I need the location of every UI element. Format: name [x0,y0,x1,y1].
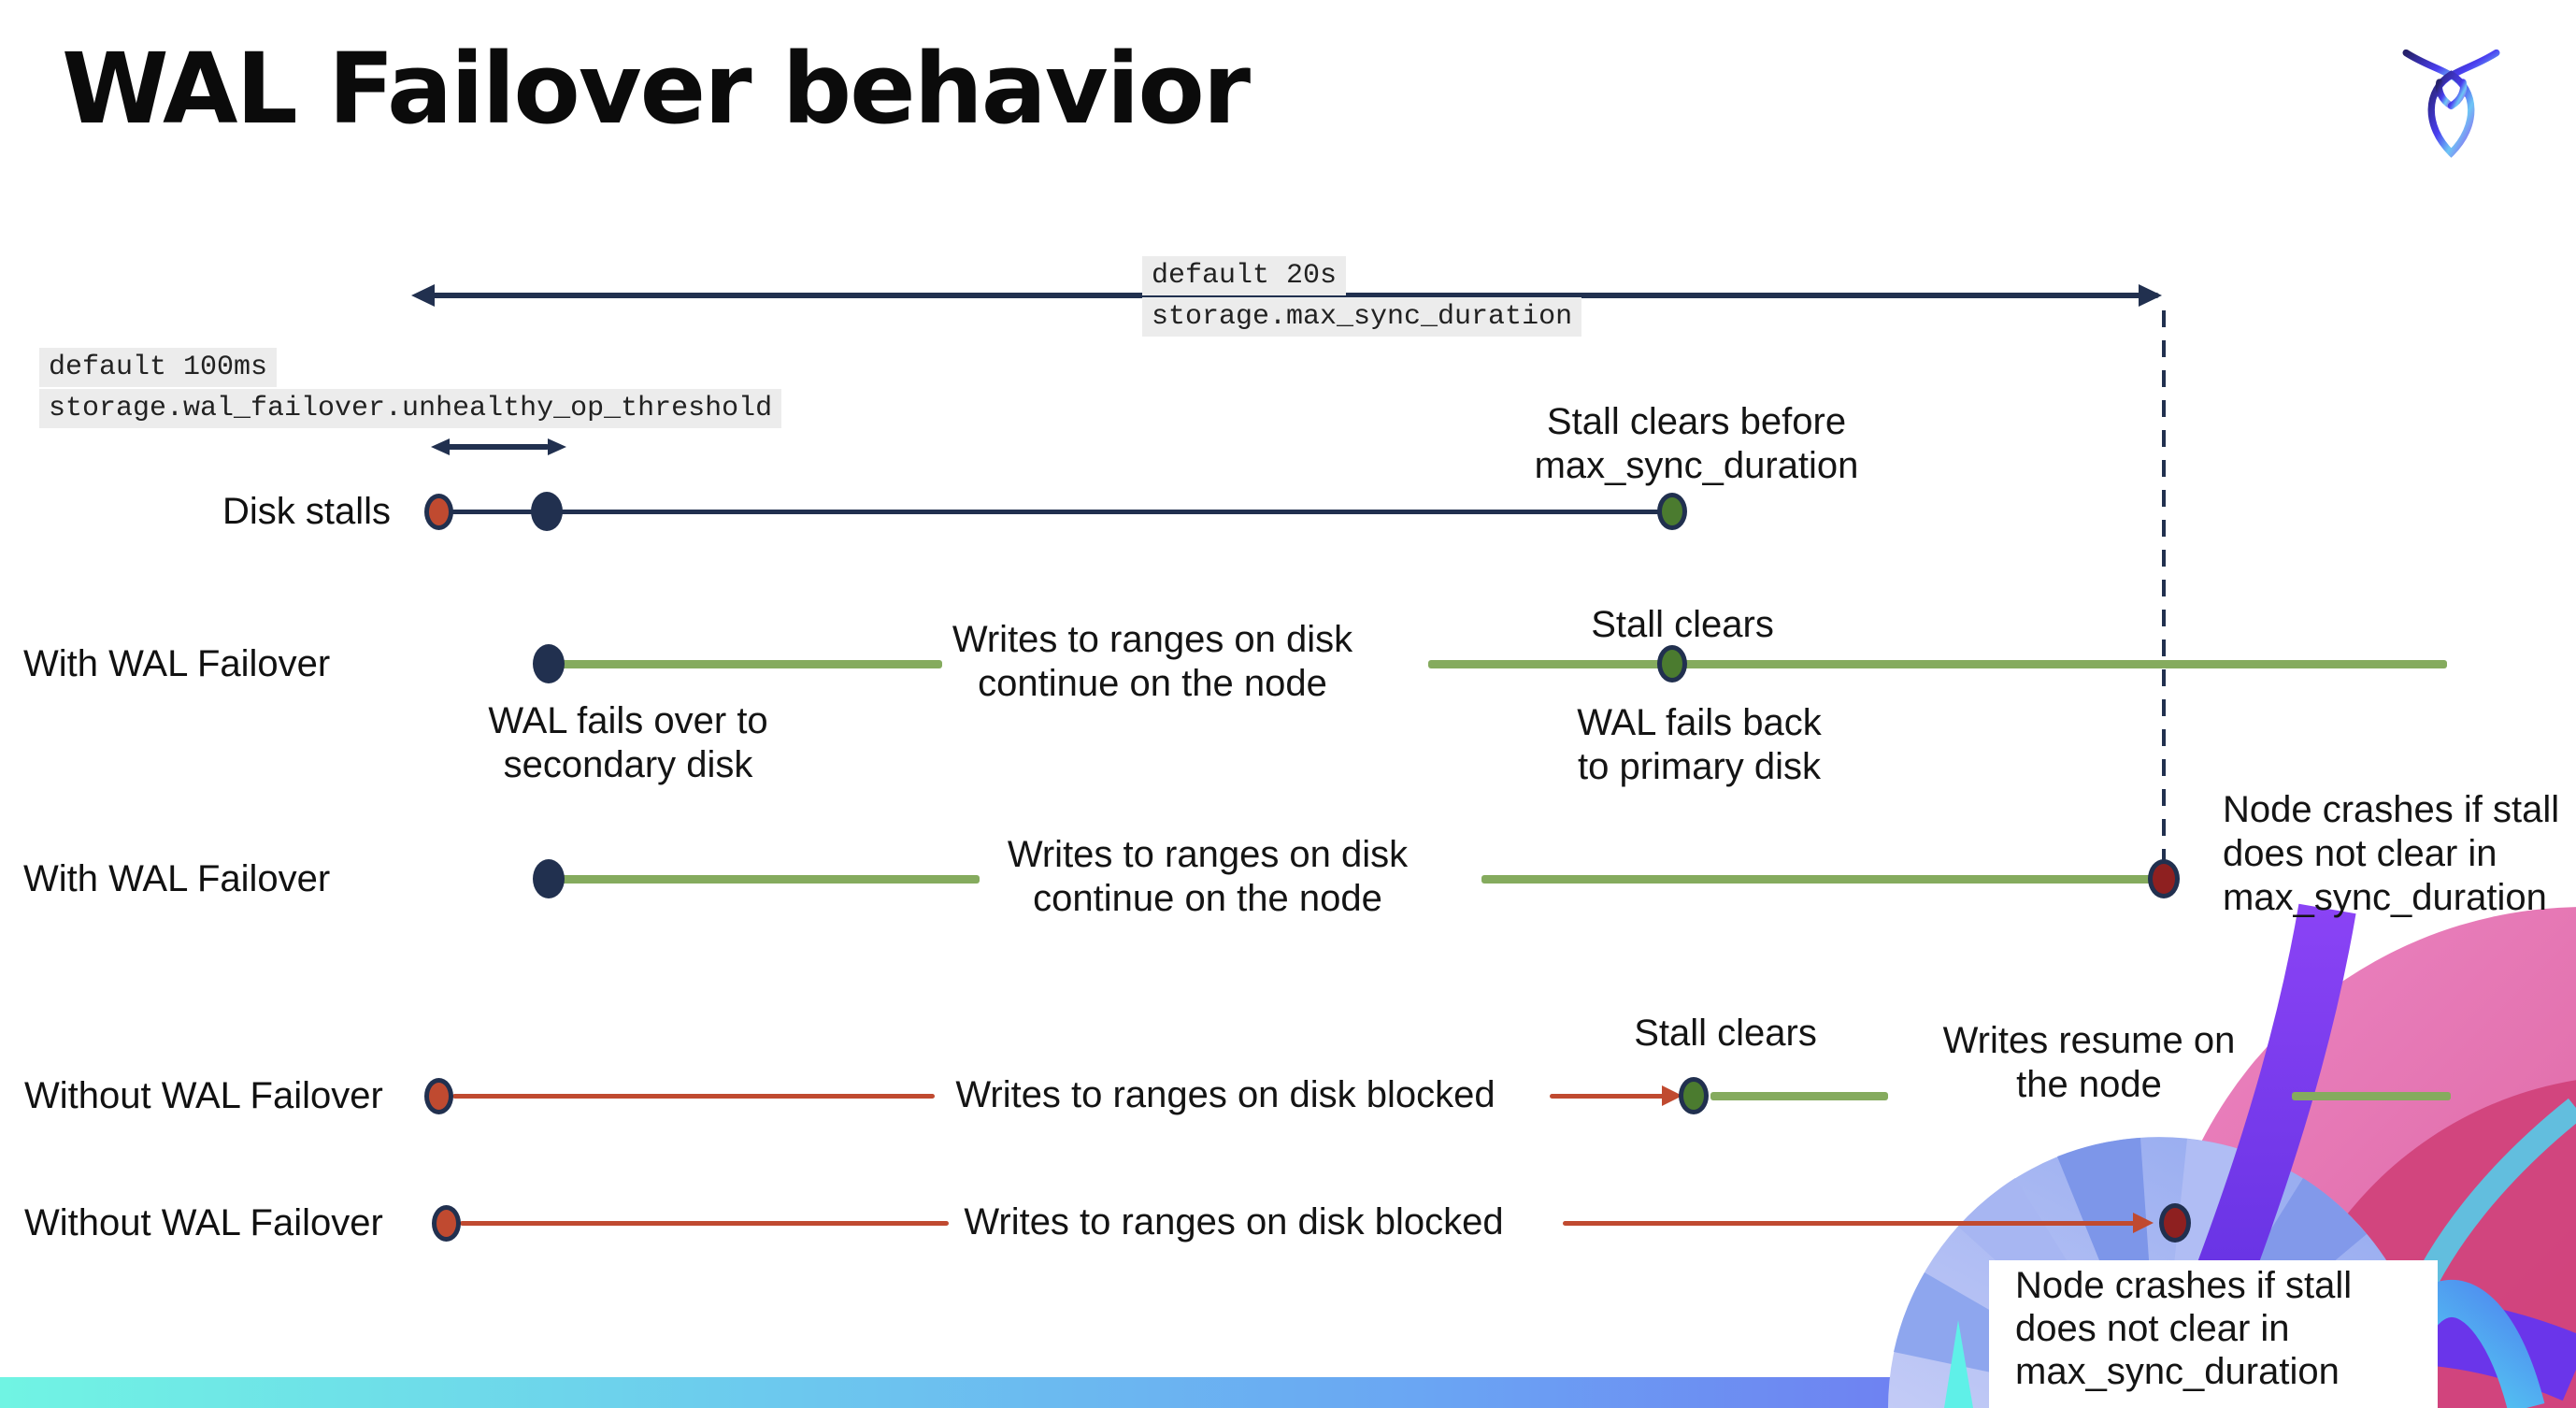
annotation-fails-over: WAL fails over to secondary disk [488,700,768,785]
timeline-segment [1550,1094,1666,1099]
annotation-writes-continue: Writes to ranges on disk continue on the… [952,619,1353,704]
row-label-with-wal-failover-1: With WAL Failover [23,643,331,684]
failover-threshold-dot [531,492,563,531]
max-sync-duration-arrow-line [432,293,2159,298]
page-title: WAL Failover behavior [62,32,1251,146]
threshold-arrow-line [447,444,550,450]
stall-clears-dot [1657,493,1687,530]
row-label-without-wal-failover-1: Without WAL Failover [24,1075,383,1116]
annotation-node-crashes: Node crashes if stall does not clear in … [2015,1265,2353,1392]
red-arrowhead-icon [2133,1213,2154,1233]
timeline-segment [460,1221,949,1226]
timeline-segment [452,1094,935,1099]
timeline-segment [2292,1092,2451,1100]
cockroach-labs-logo-icon [2402,49,2500,158]
node-crash-dot [2148,859,2180,898]
annotation-writes-blocked: Writes to ranges on disk blocked [955,1074,1496,1115]
annotation-stall-clears: Stall clears [1634,1013,1817,1054]
max-sync-setting-label: storage.max_sync_duration [1142,297,1582,337]
node-crash-dot [2159,1203,2191,1243]
annotation-writes-continue: Writes to ranges on disk continue on the… [1007,834,1409,919]
stall-clears-dot [1679,1077,1709,1114]
annotation-node-crashes: Node crashes if stall does not clear in … [2223,789,2560,918]
row-label-without-wal-failover-2: Without WAL Failover [24,1202,383,1243]
disk-stall-start-dot [424,494,453,530]
row-label-with-wal-failover-2: With WAL Failover [23,858,331,899]
arrow-right-icon [2139,284,2162,307]
annotation-stall-clears-before: Stall clears before max_sync_duration [1534,401,1859,486]
stall-start-dot [432,1205,461,1242]
max-sync-dashed-connector [2162,310,2166,860]
threshold-default-label: default 100ms [39,348,278,387]
annotation-writes-blocked: Writes to ranges on disk blocked [964,1201,1504,1243]
timeline-segment [438,510,1672,514]
annotation-writes-resume: Writes resume on the node [1942,1020,2236,1105]
stall-start-dot [424,1078,453,1114]
red-arrowhead-icon [1662,1085,1682,1106]
timeline-segment [1563,1221,2137,1226]
timeline-segment [561,660,942,668]
max-sync-default-label: default 20s [1142,256,1347,295]
threshold-setting-label: storage.wal_failover.unhealthy_op_thresh… [39,389,782,428]
annotation-stall-clears: Stall clears [1591,604,1774,645]
annotation-fails-back: WAL fails back to primary disk [1577,702,1822,787]
threshold-arrow-left-icon [431,438,450,455]
timeline-segment [561,875,980,884]
threshold-arrow-right-icon [548,438,566,455]
failover-dot [533,859,565,898]
failover-dot [533,644,565,683]
timeline-segment [1428,660,2447,668]
arrow-left-icon [411,284,435,307]
timeline-segment [1710,1092,1888,1100]
node-crashes-card: Node crashes if stall does not clear in … [1989,1260,2438,1408]
stall-clears-dot [1657,645,1687,682]
row-label-disk-stalls: Disk stalls [222,491,391,532]
timeline-segment [1481,875,2162,884]
